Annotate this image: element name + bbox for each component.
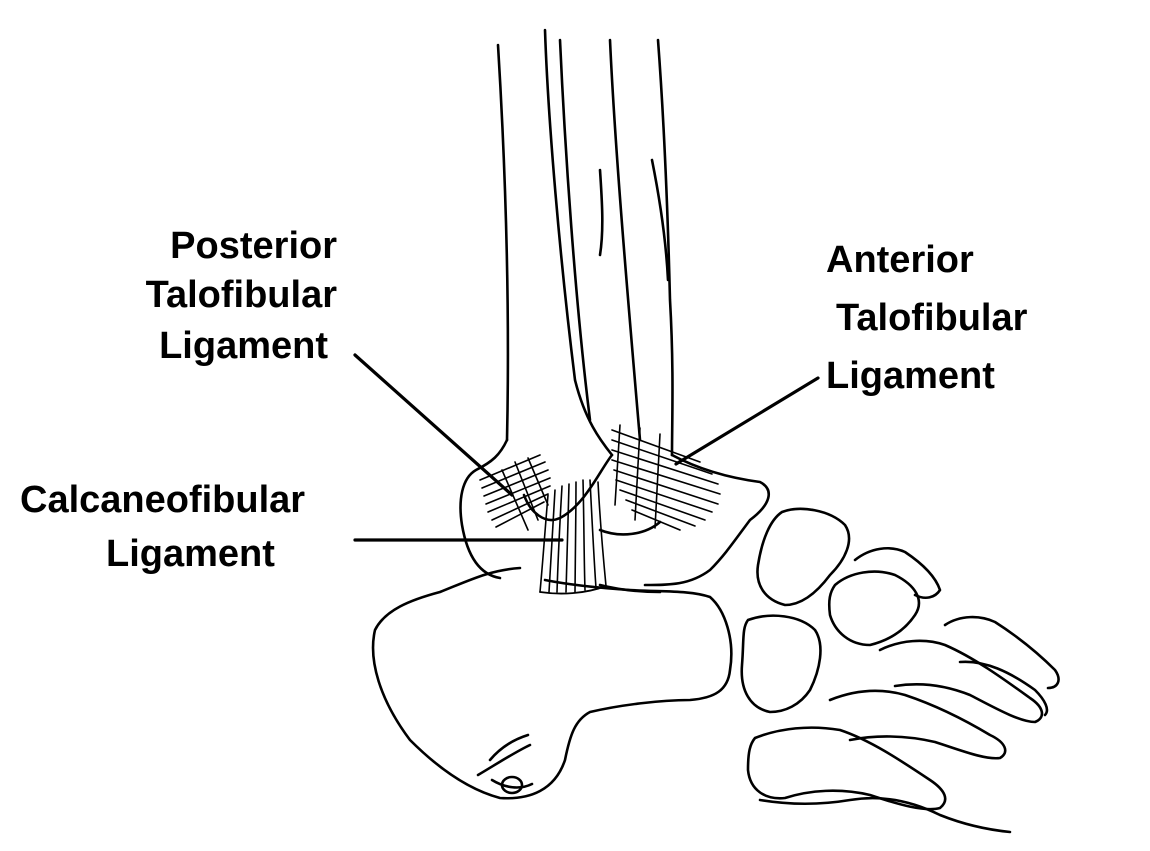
label-posterior-line2: Talofibular [146, 274, 338, 316]
label-anterior-talofibular: Anterior Talofibular Ligament [826, 239, 1028, 397]
label-calcaneo-line2: Ligament [106, 533, 275, 575]
label-calcaneofibular: Calcaneofibular Ligament [20, 479, 305, 575]
posterior-talofibular-ligament [479, 454, 551, 531]
anterior-leader-line [674, 376, 820, 466]
label-posterior-line3: Ligament [159, 325, 328, 367]
leg-bones [496, 28, 674, 457]
label-anterior-line2: Talofibular [836, 297, 1028, 339]
label-posterior-talofibular: Posterior Talofibular Ligament [146, 225, 338, 367]
label-anterior-line1: Anterior [826, 239, 974, 281]
label-anterior-line3: Ligament [826, 355, 995, 397]
calcaneofibular-ligament [539, 479, 607, 595]
label-posterior-line1: Posterior [170, 225, 337, 267]
posterior-leader-line [353, 353, 514, 497]
leader-lines [353, 353, 820, 542]
label-calcaneo-line1: Calcaneofibular [20, 479, 305, 521]
anterior-talofibular-ligament [611, 424, 721, 531]
tarsal-bones [740, 507, 1060, 834]
calcaneus [371, 566, 733, 800]
